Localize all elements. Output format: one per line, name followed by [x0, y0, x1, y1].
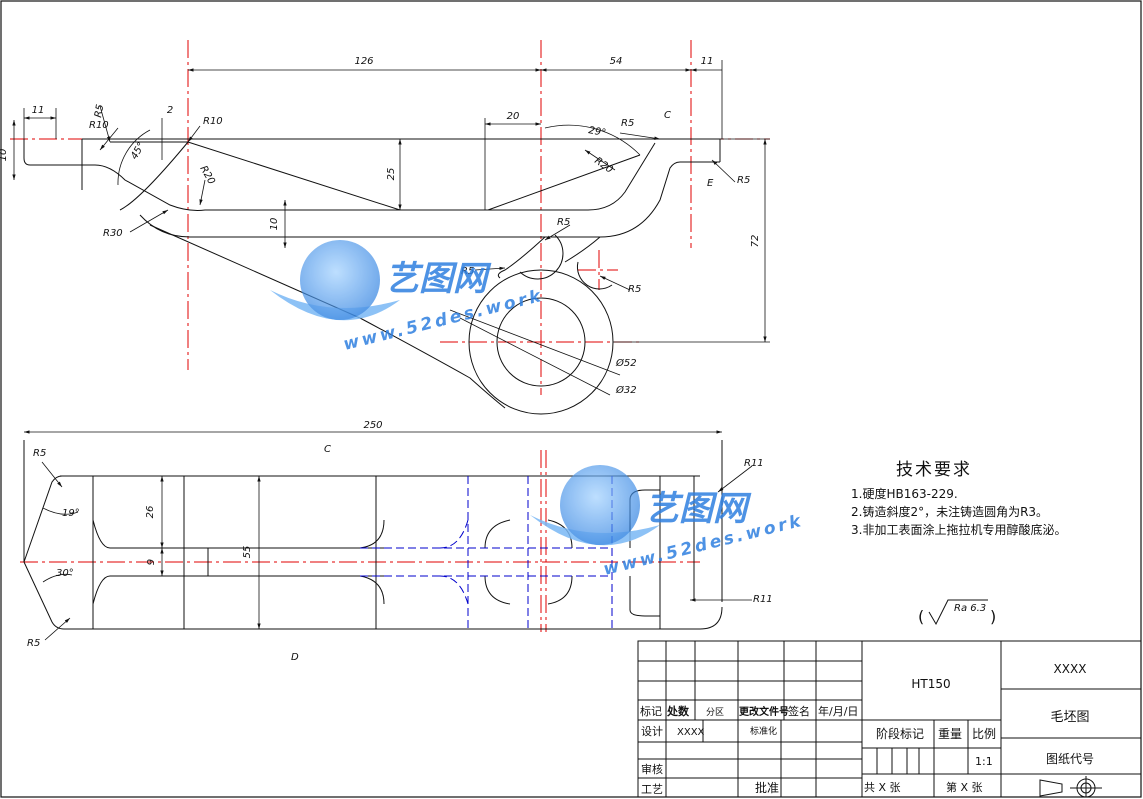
dim-54: 54	[610, 56, 623, 67]
radius-r5-d: R5	[557, 217, 570, 228]
bottom-centerlines	[20, 450, 700, 632]
roughness-symbol: ( Ra 6.3 )	[918, 599, 996, 626]
radius-r20-b: R20	[592, 155, 614, 175]
projection-cone-icon	[1039, 779, 1063, 797]
label-scale: 比例	[972, 727, 996, 741]
radius-r10-a: R10	[89, 120, 109, 131]
bottom-dimension-texts: 250 26 9 55 19° 30° R5 R5 R11 R11 C D	[27, 420, 773, 663]
designer: XXXX	[677, 727, 705, 738]
header-date: 年/月/日	[818, 704, 858, 718]
angle-30: 30°	[56, 568, 74, 579]
sheet-number: 第 X 张	[946, 780, 983, 794]
top-dimensions	[12, 60, 770, 396]
roughness-check-icon	[928, 599, 988, 626]
dim-20: 20	[507, 111, 520, 122]
angle-29: 29°	[587, 125, 606, 139]
dim-72: 72	[750, 235, 761, 248]
label-design: 设计	[641, 725, 663, 738]
diameter-52: Ø52	[615, 357, 637, 369]
label-approve: 批准	[755, 780, 779, 795]
radius-r5-e: R5	[461, 266, 474, 277]
bottom-dimensions	[24, 430, 753, 641]
dim-55: 55	[242, 546, 253, 559]
label-stage: 阶段标记	[876, 726, 924, 741]
radius-r5-b: R5	[621, 118, 634, 129]
roughness-value: Ra 6.3	[954, 603, 986, 614]
label-e-top: E	[707, 178, 714, 189]
label-d-bottom: D	[291, 652, 299, 663]
header-mark: 标记	[640, 704, 662, 718]
label-review: 审核	[641, 762, 663, 776]
radius-r20-a: R20	[197, 164, 216, 187]
watermark-1: 艺图网 www.52des.work	[270, 240, 546, 355]
top-view	[10, 40, 770, 415]
roughness-close-paren: )	[990, 607, 996, 626]
dim-10-web: 10	[269, 218, 280, 231]
label-c-top: C	[664, 110, 671, 121]
radius-r30: R30	[103, 228, 123, 239]
header-count: 处数	[666, 704, 690, 718]
label-c-bottom: C	[324, 444, 331, 455]
label-standardize: 标准化	[750, 725, 777, 737]
radius-r5-g: R5	[33, 448, 46, 459]
company: XXXX	[1054, 662, 1087, 676]
dim-11-left: 11	[32, 105, 45, 116]
dim-26: 26	[145, 506, 156, 519]
hub-inner-circle	[496, 297, 586, 387]
radius-r5-f: R5	[628, 284, 641, 295]
header-docno: 更改文件号	[739, 705, 789, 718]
radius-r11-a: R11	[744, 458, 764, 469]
tech-requirements-title: 技术要求	[896, 460, 972, 480]
radius-r10-b: R10	[203, 116, 223, 127]
scale-value: 1:1	[975, 755, 993, 768]
drawing-name: 毛坯图	[1050, 710, 1089, 725]
watermark-globe-icon	[300, 240, 380, 320]
radius-r5-h: R5	[27, 638, 40, 649]
tech-req-item-2: 2.铸造斜度2°，未注铸造圆角为R3。	[851, 504, 1048, 519]
watermark-globe-icon-2	[560, 465, 640, 545]
radius-r5-c: R5	[737, 175, 750, 186]
bottom-view	[20, 440, 723, 632]
diameter-32: Ø32	[615, 384, 637, 396]
dim-126: 126	[354, 56, 373, 67]
header-sign: 签名	[788, 704, 810, 718]
watermark-brand-1: 艺图网	[385, 259, 492, 299]
title-block	[637, 640, 1142, 798]
tech-requirements: 技术要求 1.硬度HB163-229. 2.铸造斜度2°，未注铸造圆角为R3。 …	[851, 460, 1066, 537]
dim-10-left: 10	[0, 149, 9, 162]
dim-250: 250	[363, 420, 382, 431]
dim-2: 2	[167, 105, 173, 116]
watermark-swoosh-icon	[270, 290, 400, 321]
label-weight: 重量	[938, 727, 962, 741]
title-block-texts: HT150 XXXX 毛坯图 图纸代号 标记 处数 分区 更改文件号 签名 年/…	[640, 662, 1094, 796]
material: HT150	[911, 677, 950, 691]
label-process: 工艺	[641, 783, 663, 796]
watermark-brand-2: 艺图网	[645, 489, 752, 529]
tech-req-item-3: 3.非加工表面涂上拖拉机专用醇酸底泌。	[851, 522, 1066, 537]
tech-req-item-1: 1.硬度HB163-229.	[851, 486, 958, 501]
hidden-lines	[360, 476, 613, 629]
angle-45: 45°	[129, 141, 147, 162]
roughness-open-paren: (	[918, 607, 924, 626]
dim-25: 25	[386, 168, 397, 181]
radius-r5-a: R5	[93, 104, 106, 119]
radius-r11-b: R11	[753, 594, 773, 605]
angle-19: 19°	[62, 508, 80, 519]
watermark-swoosh-icon-2	[530, 515, 660, 546]
left-boss	[23, 139, 82, 166]
total-sheets: 共 X 张	[864, 781, 901, 794]
dim-9: 9	[146, 559, 157, 565]
drawing-code: 图纸代号	[1046, 752, 1094, 766]
dim-11-right: 11	[701, 56, 714, 67]
watermark-2: 艺图网 www.52des.work	[530, 465, 806, 580]
header-zone: 分区	[706, 707, 724, 718]
